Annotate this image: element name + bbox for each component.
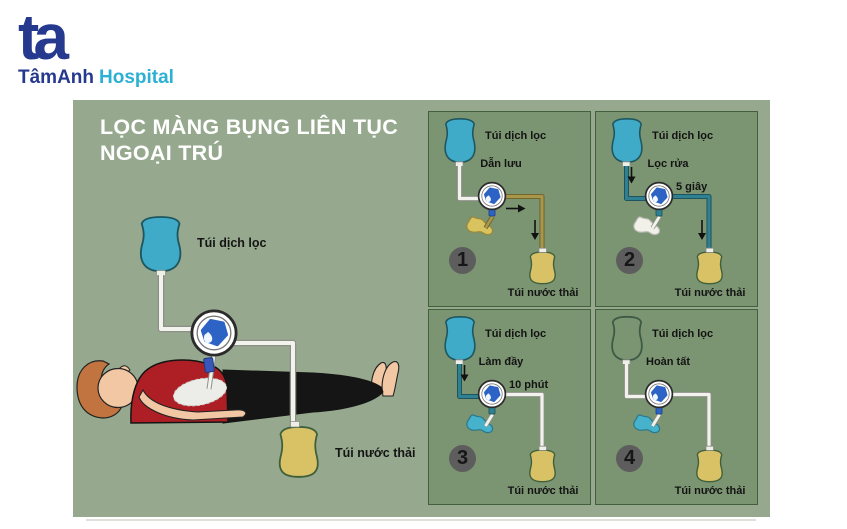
inlet-tube xyxy=(159,275,196,331)
step-duration-label: 10 phút xyxy=(509,379,549,391)
dialysate-bag xyxy=(444,315,476,362)
dialysate-bag-label: Túi dịch lọc xyxy=(652,328,714,340)
waste-bag-label: Túi nước thải xyxy=(674,287,746,299)
waste-bag-label: Túi nước thải xyxy=(507,485,579,497)
step-panel-3: Túi dịch lọc Làm đầy 10 phút 3 Túi nước … xyxy=(428,309,591,505)
waste-bag-port xyxy=(705,247,714,253)
step-duration-label: 5 giây xyxy=(676,181,708,193)
step-number: 3 xyxy=(456,447,469,469)
waste-bag xyxy=(278,425,319,478)
hospital-word: Hospital xyxy=(99,67,174,88)
abdominal-dressing xyxy=(172,377,228,407)
waste-bag-port xyxy=(705,445,714,451)
empty-dialysate-bag xyxy=(611,315,643,362)
step-panel-2: Túi dịch lọc Lọc rửa 5 giây 2 Túi nước t… xyxy=(595,111,758,307)
flow-arrow-right-icon xyxy=(506,204,526,213)
step-number-badge: 2 xyxy=(616,247,643,274)
infographic-title: LỌC MÀNG BỤNG LIÊN TỤC NGOẠI TRÚ xyxy=(100,114,398,166)
step-action-label: Lọc rửa xyxy=(647,158,689,170)
step-number-badge: 3 xyxy=(449,445,476,472)
step-3-diagram xyxy=(444,315,556,483)
flow-arrow-down-icon xyxy=(531,220,539,240)
outlet-tube-outline xyxy=(505,194,545,252)
step-action-label: Làm đầy xyxy=(478,356,524,368)
inlet-tube xyxy=(624,364,647,399)
main-illustration xyxy=(76,216,400,478)
inlet-tube-outline xyxy=(624,364,647,399)
waste-bag xyxy=(529,251,556,285)
waste-bag-label: Túi nước thải xyxy=(507,287,579,299)
step-panel-4: Túi dịch lọc Hoàn tất 4 Túi nước thải xyxy=(595,309,758,505)
transfer-set-valve-icon xyxy=(477,181,507,211)
transfer-set-valve-icon xyxy=(644,379,674,409)
inlet-tube-outline xyxy=(457,364,480,399)
step-panel-1: Túi dịch lọc Dẫn lưu 1 Túi nước thải xyxy=(428,111,591,307)
inlet-tube xyxy=(624,166,647,201)
dialysate-bag-label: Túi dịch lọc xyxy=(197,236,267,250)
step-action-label: Dẫn lưu xyxy=(480,158,522,170)
outlet-tube xyxy=(505,194,544,252)
outlet-tube xyxy=(672,392,711,450)
patient-figure xyxy=(76,359,400,424)
flow-arrow-down-icon xyxy=(698,220,706,240)
inlet-tube xyxy=(457,364,480,399)
step-1-diagram xyxy=(444,118,556,285)
drain-tube xyxy=(484,215,494,229)
outlet-tube-outline xyxy=(505,392,545,450)
step-2-diagram xyxy=(611,118,723,285)
waste-bag xyxy=(696,251,723,285)
dialysate-bag-label: Túi dịch lọc xyxy=(652,130,714,142)
infographic-board: LỌC MÀNG BỤNG LIÊN TỤC NGOẠI TRÚ Túi dịc… xyxy=(73,100,770,517)
step-number: 2 xyxy=(623,249,636,271)
waste-bag-port xyxy=(538,445,547,451)
waste-bag-port xyxy=(290,421,300,428)
dialysate-bag-label: Túi dịch lọc xyxy=(485,328,547,340)
flow-arrow-down-icon xyxy=(460,365,469,382)
hospital-name: TâmAnh xyxy=(18,67,94,88)
page-edge-divider xyxy=(86,519,756,521)
dialysate-bag xyxy=(611,118,643,163)
dialysate-bag xyxy=(139,216,182,273)
outlet-tube xyxy=(505,392,544,450)
flow-arrow-down-icon xyxy=(627,167,636,184)
step-action-label: Hoàn tất xyxy=(646,356,690,368)
patient-pants xyxy=(222,369,384,424)
transfer-set-valve-icon xyxy=(190,309,238,357)
step-number: 4 xyxy=(623,447,636,469)
waste-bag-label: Túi nước thải xyxy=(335,446,416,460)
step-number-badge: 1 xyxy=(449,247,476,274)
catheter-connector xyxy=(203,357,215,373)
title-line-1: LỌC MÀNG BỤNG LIÊN TỤC xyxy=(100,115,399,139)
outlet-tube-outline xyxy=(672,194,712,252)
outlet-tube xyxy=(234,341,295,427)
patient-arm xyxy=(138,388,247,421)
step-number: 1 xyxy=(456,249,469,271)
patient-foot xyxy=(381,361,400,397)
transfer-set-valve-icon xyxy=(644,181,674,211)
drain-tube xyxy=(484,413,494,427)
outlet-tube xyxy=(672,194,711,252)
hospital-logo-mark-icon: ta xyxy=(18,1,69,73)
drain-tube xyxy=(651,215,661,229)
waste-bag-port xyxy=(538,247,547,253)
waste-bag-label: Túi nước thải xyxy=(674,485,746,497)
inlet-tube-outline xyxy=(624,166,647,201)
inlet-tube-outline xyxy=(157,275,196,333)
transfer-set-valve-icon xyxy=(477,379,507,409)
step-number-badge: 4 xyxy=(616,445,643,472)
inlet-tube-outline xyxy=(457,166,480,201)
dialysate-bag-label: Túi dịch lọc xyxy=(485,130,547,142)
outlet-tube-outline xyxy=(672,392,712,450)
step-4-diagram xyxy=(611,315,723,483)
drain-tube xyxy=(651,413,661,427)
title-line-2: NGOẠI TRÚ xyxy=(100,141,224,165)
dialysate-bag xyxy=(444,118,476,163)
inlet-tube xyxy=(457,166,480,201)
waste-bag xyxy=(696,449,723,483)
waste-bag xyxy=(529,449,556,483)
